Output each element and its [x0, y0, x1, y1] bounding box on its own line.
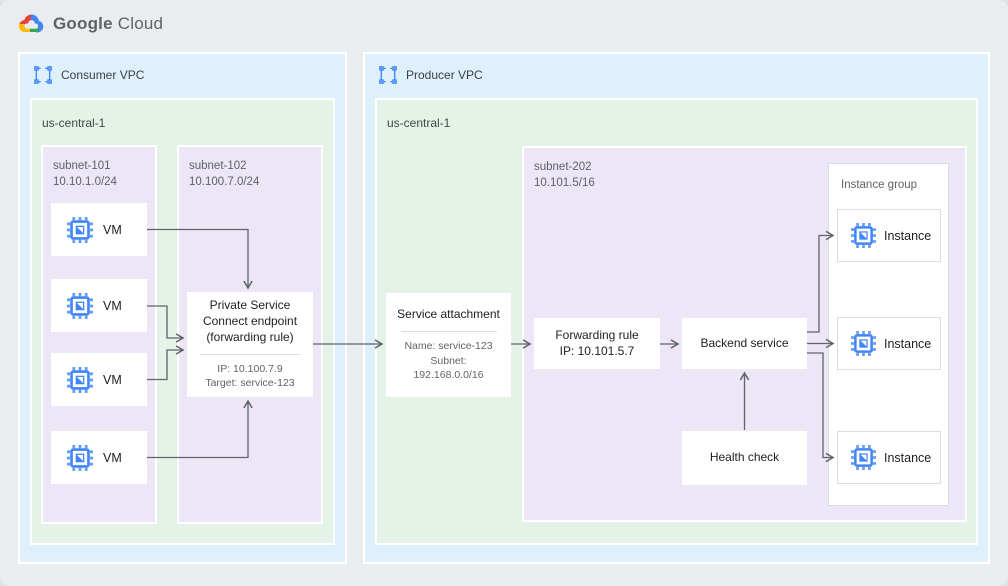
health-check-node: Health check	[682, 431, 807, 485]
vm-node-2: VM	[51, 279, 147, 332]
psc-endpoint-target: Target: service-123	[205, 377, 295, 390]
vm-node-3: VM	[51, 353, 147, 406]
subnet-102-name: subnet-102	[189, 160, 247, 172]
vm-label: VM	[103, 450, 122, 465]
vpc-network-icon	[379, 66, 397, 84]
instance-label: Instance	[884, 336, 932, 351]
service-attachment-node: Service attachment Name: service-123 Sub…	[386, 293, 511, 397]
subnet-102-cidr: 10.100.7.0/24	[189, 176, 260, 189]
subnet-202-cidr: 10.101.5/16	[534, 177, 595, 190]
service-attachment-name: Name: service-123	[404, 339, 493, 352]
vm-label: VM	[103, 222, 122, 237]
psc-endpoint-ip: IP: 10.100.7.9	[217, 362, 283, 375]
forwarding-rule-node: Forwarding rule IP: 10.101.5.7	[534, 318, 660, 369]
subnet-202-name: subnet-202	[534, 161, 592, 173]
compute-engine-icon	[851, 223, 876, 248]
compute-engine-icon	[851, 445, 876, 470]
producer-region-label: us-central-1	[387, 116, 451, 130]
logo-text-google: Google	[53, 13, 113, 33]
backend-service-node: Backend service	[682, 318, 807, 369]
vm-node-4: VM	[51, 431, 147, 484]
subnet-101-label: subnet-101 10.10.1.0/24	[53, 158, 117, 190]
logo-text-cloud: Cloud	[117, 13, 164, 33]
service-attachment-subnet-cidr: 192.168.0.0/16	[413, 369, 484, 382]
forwarding-rule-ip: IP: 10.101.5.7	[559, 343, 635, 358]
instance-label: Instance	[884, 450, 932, 465]
compute-engine-icon	[67, 366, 93, 393]
google-cloud-logo-icon	[17, 13, 45, 34]
compute-engine-icon	[851, 331, 876, 356]
subnet-101-cidr: 10.10.1.0/24	[53, 176, 117, 189]
forwarding-rule-title: Forwarding rule	[555, 327, 639, 342]
instance-label: Instance	[884, 228, 932, 243]
instance-node-2: Instance	[837, 317, 941, 370]
psc-endpoint-title: Private Service Connect endpoint (forwar…	[202, 298, 298, 344]
producer-vpc-label: Producer VPC	[406, 68, 483, 82]
consumer-vpc-label: Consumer VPC	[61, 68, 145, 82]
instance-node-1: Instance	[837, 209, 941, 262]
compute-engine-icon	[67, 216, 93, 243]
health-check-title: Health check	[709, 450, 780, 465]
instance-group-label: Instance group	[841, 179, 918, 191]
subnet-202-label: subnet-202 10.101.5/16	[534, 159, 595, 191]
compute-engine-icon	[67, 292, 93, 319]
service-attachment-subnet-label: Subnet:	[430, 354, 467, 367]
divider	[400, 330, 497, 332]
vm-label: VM	[103, 298, 122, 313]
consumer-region-label: us-central-1	[42, 116, 106, 130]
backend-service-title: Backend service	[700, 335, 789, 350]
producer-vpc-header: Producer VPC	[379, 66, 483, 84]
compute-engine-icon	[67, 444, 93, 471]
subnet-101-name: subnet-101	[53, 160, 111, 172]
consumer-vpc-header: Consumer VPC	[34, 66, 144, 84]
psc-endpoint-node: Private Service Connect endpoint (forwar…	[187, 292, 313, 397]
vm-label: VM	[103, 372, 122, 387]
vm-node-1: VM	[51, 203, 147, 256]
vpc-network-icon	[34, 66, 52, 84]
instance-node-3: Instance	[837, 431, 941, 484]
subnet-102-label: subnet-102 10.100.7.0/24	[189, 158, 259, 190]
service-attachment-title: Service attachment	[397, 307, 500, 322]
divider	[200, 353, 300, 355]
